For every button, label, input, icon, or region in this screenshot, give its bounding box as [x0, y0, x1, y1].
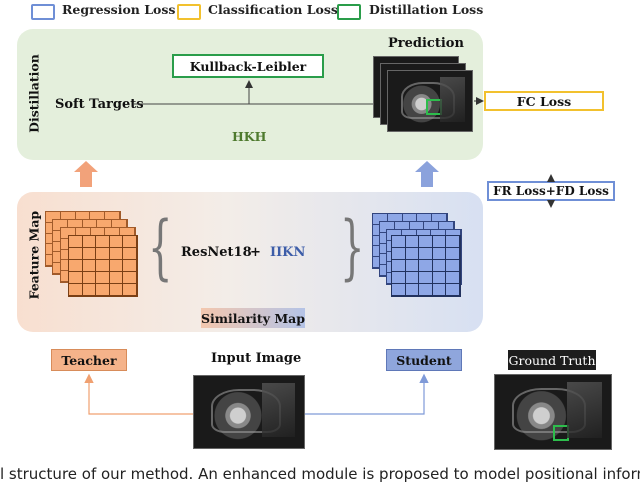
grid-cell	[419, 248, 433, 260]
student-label: Student	[386, 349, 462, 371]
input-to-student-line	[305, 373, 429, 415]
prediction-image-front	[387, 70, 473, 132]
grid-cell	[446, 272, 460, 284]
grid-cell	[405, 248, 420, 260]
ikn-label: IIKN	[270, 245, 306, 260]
grid-cell	[82, 260, 97, 272]
grid-cell	[446, 248, 460, 260]
grid-cell	[405, 284, 420, 296]
grid-cell	[109, 248, 124, 260]
grid-cell	[123, 284, 137, 296]
resnet-label: ResNet18	[181, 245, 252, 260]
grid-cell	[109, 236, 124, 248]
grid-cell	[96, 248, 110, 260]
fc-loss-box: FC Loss	[484, 91, 604, 111]
grid-cell	[82, 236, 97, 248]
regression-loss-swatch	[31, 4, 55, 20]
grid-cell	[446, 260, 460, 272]
grid-cell	[432, 272, 447, 284]
input-image	[193, 375, 305, 449]
grid-cell	[392, 272, 406, 284]
grid-cell	[419, 272, 433, 284]
grid-cell	[432, 248, 447, 260]
similarity-map-label: Similarity Map	[201, 308, 305, 328]
teacher-feature-grid-4	[68, 235, 138, 297]
input-to-teacher-line	[84, 373, 193, 415]
grid-cell	[432, 284, 447, 296]
teacher-up-arrow	[74, 161, 98, 187]
input-image-label: Input Image	[211, 351, 302, 366]
grid-cell	[405, 272, 420, 284]
grid-cell	[82, 284, 97, 296]
grid-cell	[432, 260, 447, 272]
grid-cell	[69, 236, 83, 248]
right-brace: }	[340, 206, 365, 288]
soft-targets-label: Soft Targets	[55, 97, 144, 112]
student-up-arrow	[415, 161, 439, 187]
regression-loss-legend: Regression Loss	[62, 2, 176, 17]
teacher-label: Teacher	[51, 349, 127, 371]
hkh-label: HKH	[232, 129, 267, 144]
grid-cell	[123, 248, 137, 260]
grid-cell	[432, 236, 447, 248]
grid-cell	[419, 236, 433, 248]
grid-cell	[82, 272, 97, 284]
grid-cell	[392, 284, 406, 296]
grid-cell	[405, 260, 420, 272]
grid-cell	[419, 260, 433, 272]
grid-cell	[109, 272, 124, 284]
grid-cell	[96, 236, 110, 248]
plus-sign: +	[250, 245, 261, 260]
grid-cell	[446, 236, 460, 248]
grid-cell	[69, 272, 83, 284]
grid-cell	[123, 260, 137, 272]
left-brace: {	[148, 206, 173, 288]
grid-cell	[123, 272, 137, 284]
student-feature-grid-4	[391, 235, 461, 297]
prediction-label: Prediction	[388, 36, 464, 51]
grid-cell	[69, 248, 83, 260]
grid-cell	[123, 236, 137, 248]
grid-cell	[69, 260, 83, 272]
grid-cell	[96, 260, 110, 272]
distillation-loss-swatch	[337, 4, 361, 20]
classification-loss-legend: Classification Loss	[208, 2, 338, 17]
grid-cell	[82, 248, 97, 260]
grid-cell	[392, 248, 406, 260]
grid-cell	[446, 284, 460, 296]
figure-caption: l structure of our method. An enhanced m…	[0, 465, 640, 483]
grid-cell	[96, 272, 110, 284]
grid-cell	[109, 284, 124, 296]
grid-cell	[392, 236, 406, 248]
grid-cell	[419, 284, 433, 296]
classification-loss-swatch	[177, 4, 201, 20]
grid-cell	[96, 284, 110, 296]
grid-cell	[69, 284, 83, 296]
distillation-loss-legend: Distillation Loss	[369, 2, 484, 17]
ground-truth-image	[494, 374, 612, 450]
grid-cell	[109, 260, 124, 272]
kullback-leibler-box: Kullback-Leibler	[172, 54, 324, 78]
grid-cell	[405, 236, 420, 248]
grid-cell	[392, 260, 406, 272]
ground-truth-label: Ground Truth	[508, 350, 596, 370]
